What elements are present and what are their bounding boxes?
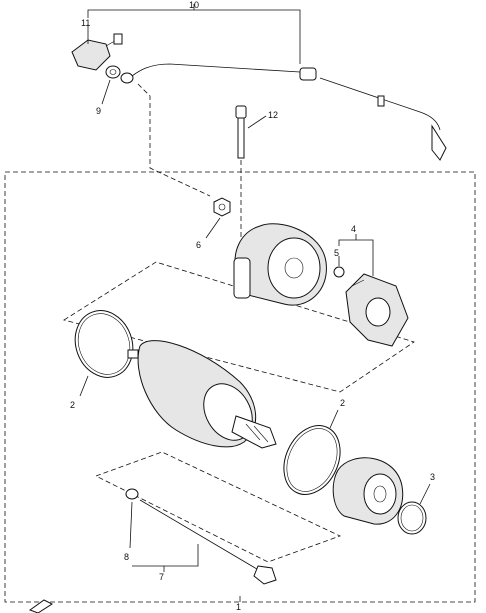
brush-holder-center — [365, 297, 391, 327]
terminal-cap — [71, 39, 111, 71]
callout-bracket-7 — [132, 544, 199, 567]
brush-holder-panel — [63, 261, 415, 393]
starter-cable-segment — [319, 77, 441, 131]
rear-cover-terminal-post — [233, 257, 251, 299]
label-12: 12 — [268, 110, 278, 120]
label-4: 4 — [351, 224, 356, 234]
callout-leader-2a — [79, 375, 89, 397]
assembly-path-terminal — [137, 83, 211, 197]
o-ring-upper — [74, 310, 134, 378]
through-bolt-head — [253, 565, 277, 585]
front-cover-bore — [373, 485, 387, 503]
cable-boot — [299, 67, 317, 81]
label-7: 7 — [159, 572, 164, 582]
brush-spring — [351, 279, 365, 287]
cable-terminal-ring — [120, 72, 134, 84]
callout-leader-6 — [205, 217, 221, 239]
bolt-12-shank — [237, 117, 245, 159]
washer-5 — [333, 266, 345, 278]
armature-shaft — [231, 415, 277, 449]
starter-cable — [131, 63, 301, 77]
assembly-boundary — [4, 171, 476, 603]
terminal-nut-6-hole — [218, 203, 226, 211]
callout-leader-9 — [101, 79, 111, 105]
front-cover-boss — [363, 473, 397, 515]
cable-clamp — [377, 95, 385, 107]
rear-cover-face — [267, 237, 321, 299]
armature-spline-b — [253, 425, 269, 443]
o-ring-upper-inner — [77, 313, 131, 375]
washer-8 — [125, 488, 139, 500]
label-1: 1 — [236, 602, 241, 612]
callout-leader-8 — [129, 501, 133, 549]
o-ring-3 — [397, 501, 427, 535]
label-11: 11 — [81, 18, 90, 28]
label-5: 5 — [334, 248, 339, 258]
through-bolt-panel — [94, 451, 342, 563]
o-ring-3-inner — [400, 504, 424, 532]
through-bolt-shank — [139, 499, 263, 573]
label-2-upper: 2 — [70, 400, 75, 410]
armature-spline-a — [245, 423, 261, 441]
label-10: 10 — [189, 0, 199, 10]
terminal-nut — [105, 65, 121, 79]
front-arrow-icon — [28, 599, 54, 613]
terminal-nut-6 — [213, 197, 231, 217]
cap-tip — [113, 33, 123, 45]
o-ring-lower-inner — [286, 428, 338, 492]
label-2-lower: 2 — [340, 398, 345, 408]
callout-leader-12 — [247, 115, 267, 129]
bolt-12-head — [235, 105, 247, 119]
terminal-nut-hole — [109, 69, 117, 75]
label-9: 9 — [96, 106, 101, 116]
callout-leader-3 — [419, 483, 431, 505]
callout-leader-2b — [329, 409, 339, 429]
yoke-bolt-boss — [127, 349, 139, 359]
rear-cover-bore — [284, 257, 304, 279]
label-3: 3 — [430, 472, 435, 482]
cable-terminal-end — [431, 124, 447, 161]
label-6: 6 — [196, 240, 201, 250]
label-8: 8 — [124, 552, 129, 562]
o-ring-lower — [283, 425, 341, 495]
